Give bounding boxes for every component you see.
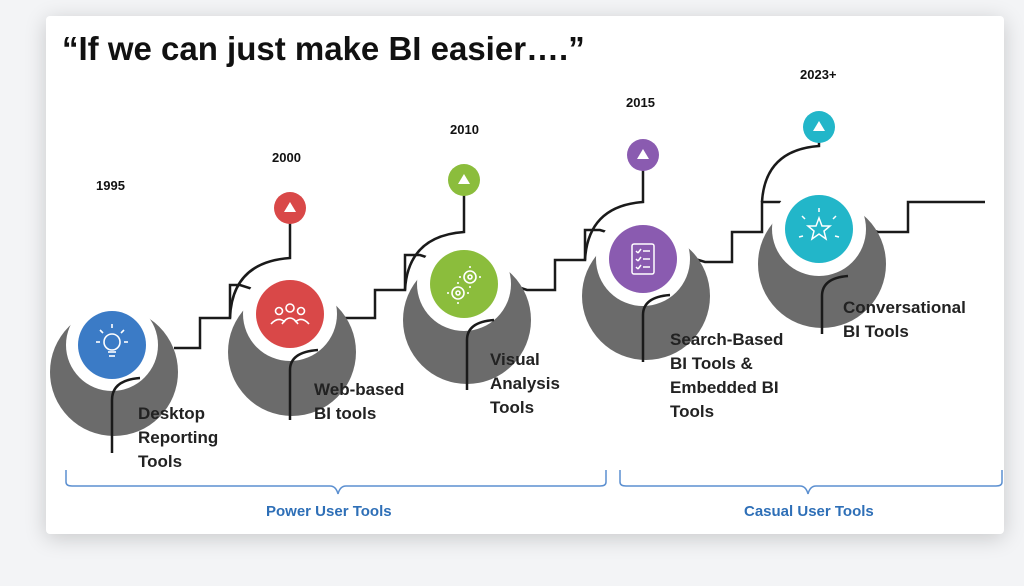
year-2000: 2000 <box>272 150 301 165</box>
label-line: Search-Based <box>670 330 784 349</box>
circle-2010 <box>430 250 498 318</box>
label-line: Analysis <box>490 374 560 393</box>
gears-icon <box>447 266 481 304</box>
label-line: Desktop <box>138 404 206 423</box>
label-line: Embedded BI <box>670 378 779 397</box>
label-line: Visual <box>490 350 540 369</box>
sparkle-star-icon <box>798 208 840 241</box>
label-visual-analysis-tools: Visual Analysis Tools <box>490 348 560 420</box>
label-search-based-bi-tools: Search-Based BI Tools & Embedded BI Tool… <box>670 328 783 424</box>
year-2023: 2023+ <box>800 67 837 82</box>
label-line: BI Tools <box>843 322 909 341</box>
label-line: Tools <box>670 402 715 421</box>
milestone-2000 <box>228 192 356 420</box>
year-2010: 2010 <box>450 122 479 137</box>
people-icon <box>270 303 310 325</box>
label-line: BI Tools & <box>670 354 753 373</box>
group-label-power-user-tools: Power User Tools <box>266 503 392 520</box>
label-conversational-bi-tools: Conversational BI Tools <box>843 296 966 344</box>
label-line: BI tools <box>314 404 377 423</box>
milestone-2023 <box>758 111 886 334</box>
label-desktop-reporting-tools: Desktop Reporting Tools <box>138 402 218 474</box>
milestone-1995 <box>50 299 178 453</box>
lightbulb-icon <box>96 324 128 357</box>
label-line: Conversational <box>843 298 966 317</box>
circle-1995 <box>78 311 146 379</box>
triangle-up-icon <box>458 174 470 184</box>
label-line: Web-based <box>314 380 405 399</box>
triangle-up-icon <box>637 149 649 159</box>
milestone-2015 <box>582 139 710 362</box>
slide-title: “If we can just make BI easier….” <box>62 30 585 67</box>
label-line: Tools <box>490 398 535 417</box>
triangle-up-icon <box>284 202 296 212</box>
circle-2023 <box>785 195 853 263</box>
label-line: Reporting <box>138 428 219 447</box>
triangle-up-icon <box>813 121 825 131</box>
group-label-casual-user-tools: Casual User Tools <box>744 503 874 520</box>
milestone-2010 <box>403 164 531 390</box>
power-user-bracket <box>65 470 607 495</box>
casual-user-bracket <box>619 470 1003 495</box>
label-line: Tools <box>138 452 183 471</box>
year-1995: 1995 <box>96 178 125 193</box>
year-2015: 2015 <box>626 95 655 110</box>
checklist-icon <box>631 243 655 275</box>
label-web-based-bi-tools: Web-based BI tools <box>314 378 404 426</box>
circle-2000 <box>256 280 324 348</box>
stair-line <box>174 200 985 350</box>
